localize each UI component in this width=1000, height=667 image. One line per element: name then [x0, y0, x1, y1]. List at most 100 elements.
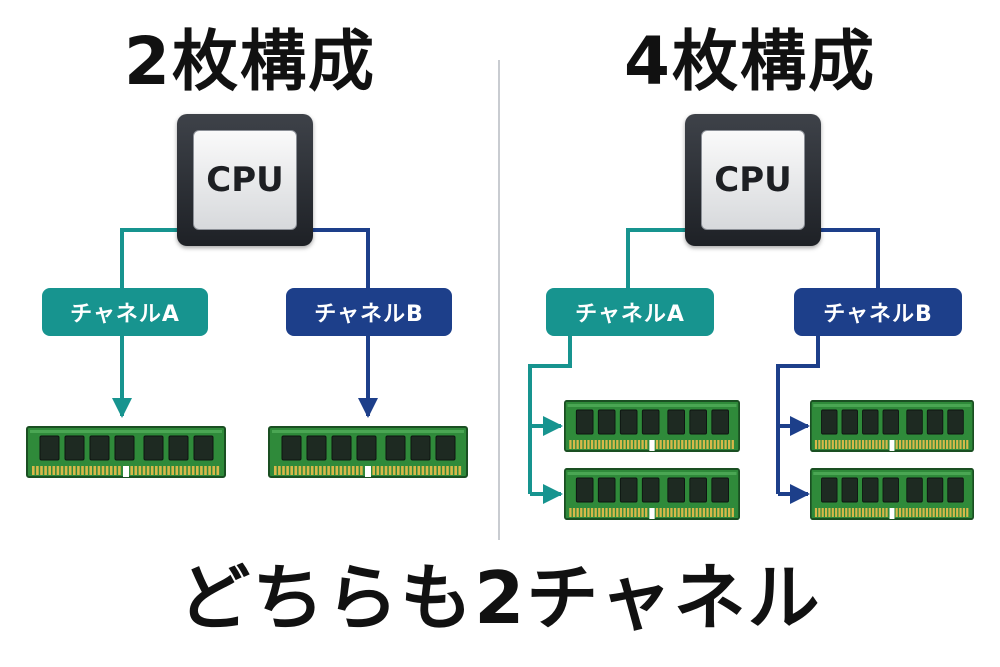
ram-chip: [906, 409, 923, 435]
ram-contact-pin: [392, 466, 396, 475]
ram-contact-pin: [93, 466, 97, 475]
ram-contact-pin: [659, 508, 662, 517]
ram-contact-pin: [208, 466, 211, 475]
ram-contact-pin: [915, 508, 918, 517]
ram-contact-pin: [835, 440, 838, 449]
ram-contact-pin: [450, 466, 453, 475]
center-divider: [498, 60, 500, 540]
ram-contact-pin: [702, 440, 706, 449]
ram-contact-pin: [814, 508, 818, 517]
ram-contact-pin: [942, 440, 945, 449]
ram-contact-pin: [925, 440, 928, 449]
ram-contact-pin: [64, 466, 68, 475]
ram-contact-pin: [684, 440, 688, 449]
ram-contact-pin: [731, 508, 734, 517]
ram-contact-pin: [878, 440, 881, 449]
ram-contact-pin: [598, 440, 601, 449]
ram-contact-pin: [814, 440, 818, 449]
ram-contact-pin: [681, 508, 684, 517]
ram-contact-pin: [380, 466, 384, 475]
ram-contact-pin: [912, 440, 915, 449]
ram-contact-pin: [731, 440, 734, 449]
ram-contact-pin: [861, 440, 865, 449]
ram-contact-pin: [663, 440, 666, 449]
ram-contact-pin: [569, 440, 572, 449]
ram-contact-pin: [848, 508, 851, 517]
ram-contact-pin: [425, 466, 429, 475]
ram-contact-pin: [630, 508, 633, 517]
ram-contact-pin: [52, 466, 56, 475]
ram-module-right-b2: [810, 468, 974, 520]
ram-contact-pin: [323, 466, 326, 475]
ram-contact-pin: [163, 466, 166, 475]
ram-contact-pin: [858, 440, 861, 449]
ram-module-left-a: [26, 426, 226, 478]
ram-contact-pin: [709, 508, 713, 517]
ram-contact-pin: [831, 440, 834, 449]
ram-contact-pin: [872, 440, 875, 449]
channel-a-label-left: チャネルA: [42, 288, 208, 336]
ram-contact-pin: [677, 440, 680, 449]
ram-contact-pin: [576, 440, 579, 449]
ram-contact-pin: [956, 440, 959, 449]
ram-contact-pin: [294, 466, 298, 475]
ram-contact-pin: [601, 440, 605, 449]
ram-chip: [597, 409, 616, 435]
ram-chip: [947, 477, 964, 503]
ram-contact-pin: [691, 440, 695, 449]
ram-chip: [926, 477, 944, 503]
ram-contact-pin: [855, 440, 858, 449]
ram-contact-pin: [442, 466, 445, 475]
ram-contact-pin: [616, 508, 619, 517]
ram-contact-pin: [851, 508, 855, 517]
ram-contact-pin: [204, 466, 207, 475]
ram-contact-pin: [895, 508, 898, 517]
ram-contact-pin: [118, 466, 121, 475]
ram-contact-pin: [608, 440, 612, 449]
ram-contact-pin: [343, 466, 347, 475]
ram-chip: [356, 435, 377, 461]
ram-contact-pin: [828, 508, 831, 517]
ram-contact-pin: [212, 466, 215, 475]
ram-contact-pin: [962, 440, 965, 449]
ram-contact-pin: [677, 508, 680, 517]
ram-notch: [889, 508, 895, 519]
ram-contact-pin: [845, 440, 848, 449]
ram-contact-pin: [932, 508, 935, 517]
ram-contact-pin: [138, 466, 142, 475]
ram-contact-pin: [627, 440, 630, 449]
left-cpu-to-channel-a-line: [120, 228, 178, 290]
ram-contact-pin: [429, 466, 433, 475]
ram-contact-pin: [942, 508, 945, 517]
ram-contact-pin: [623, 508, 626, 517]
ram-contact-pin: [105, 466, 109, 475]
ram-contact-pin: [438, 466, 441, 475]
ram-contact-pin: [835, 508, 838, 517]
ram-contact-pin: [905, 508, 908, 517]
title-two-module: 2枚構成: [124, 23, 376, 100]
ram-contact-pin: [885, 440, 888, 449]
ram-contact-pin: [882, 440, 885, 449]
ram-chip: [906, 477, 923, 503]
ram-contact-pin: [40, 466, 43, 475]
ram-chip: [597, 477, 616, 503]
ram-contact-pin: [666, 508, 669, 517]
ram-contact-pin: [655, 440, 659, 449]
ram-contact-pin: [935, 508, 939, 517]
ram-contact-pin: [939, 440, 942, 449]
ram-contact-pin: [720, 508, 724, 517]
ram-contact-pin: [929, 440, 932, 449]
ram-contact-pin: [946, 440, 949, 449]
ram-contact-pin: [939, 508, 942, 517]
ram-contact-pin: [688, 440, 691, 449]
ram-contact-pin: [713, 440, 716, 449]
ram-contact-pin: [310, 466, 314, 475]
ram-chip: [841, 477, 858, 503]
ram-contact-pin: [605, 508, 608, 517]
ram-contact-pin: [114, 466, 117, 475]
ram-contact-pin: [282, 466, 285, 475]
ram-contact-pin: [331, 466, 334, 475]
ram-chip: [641, 477, 660, 503]
ram-contact-pin: [290, 466, 293, 475]
ram-chip: [64, 435, 85, 461]
